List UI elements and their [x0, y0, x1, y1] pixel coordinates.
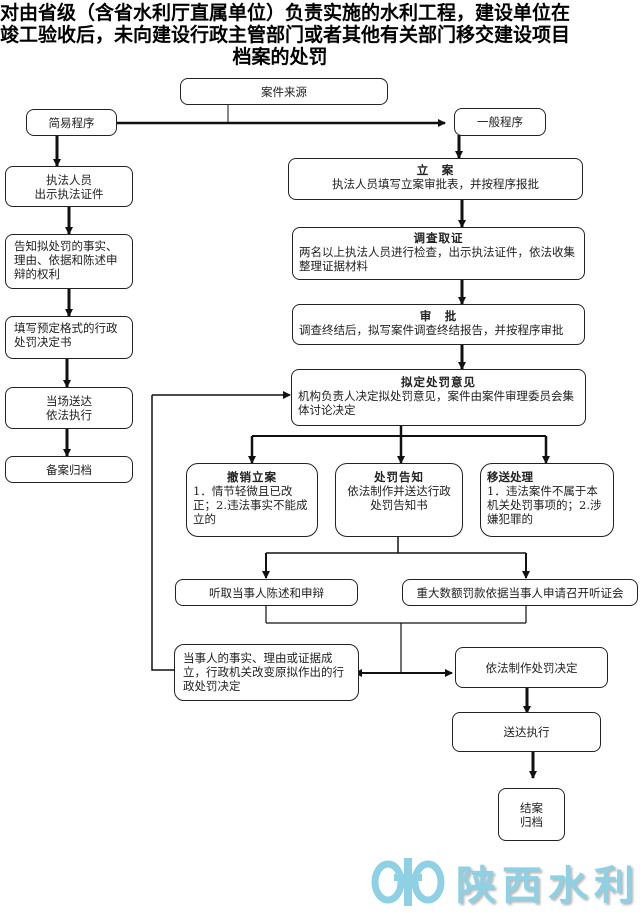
proposal-heading: 拟定处罚意见	[401, 375, 476, 389]
record-archive-label: 备案归档	[46, 462, 92, 477]
inform-rights-text: 告知拟处罚的事实、理由、依据和陈述申辩的权利	[14, 239, 118, 281]
filing-heading: 立 案	[416, 163, 455, 177]
deliver-execute-box: 送达执行	[452, 712, 601, 752]
title-line-1: 对由省级（含省水利厅直属单位）负责实施的水利工程，建设单位在	[0, 2, 571, 24]
deliver-onsite-line-1: 当场送达	[46, 394, 92, 408]
general-procedure-box: 一般程序	[454, 108, 546, 136]
revoke-case-box: 撤销立案 1．情节轻微且已改正；2.违法事实不能成立的	[186, 463, 318, 537]
case-source-label: 案件来源	[261, 84, 307, 99]
proposal-box: 拟定处罚意见 机构负责人决定拟处罚意见，案件由案件审理委员会集体讨论决定	[291, 369, 586, 426]
hearing-box: 重大数额罚款依据当事人申请召开听证会	[402, 579, 638, 606]
title-line-2: 竣工验收后，未向建设行政主管部门或者其他有关部门移交建设项目	[0, 24, 571, 46]
transfer-text: 1．违法案件不属于本机关处罚事项的；2.涉嫌犯罪的	[487, 484, 602, 526]
show-id-box: 执法人员 出示执法证件	[5, 166, 133, 207]
watermark-text: 陕西水利	[456, 863, 640, 909]
make-decision-label: 依法制作处罚决定	[485, 660, 578, 675]
filing-text: 执法人员填写立案审批表，并按程序报批	[332, 177, 539, 191]
transfer-box: 移送处理 1．违法案件不属于本机关处罚事项的；2.涉嫌犯罪的	[480, 463, 614, 537]
simple-procedure-label: 简易程序	[48, 115, 95, 130]
proposal-text: 机构负责人决定拟处罚意见，案件由案件审理委员会集体讨论决定	[298, 389, 574, 417]
change-decision-box: 当事人的事实、理由或证据成立，行政机关改变原拟作出的行政处罚决定	[174, 644, 359, 701]
investigation-box: 调查取证 两名以上执法人员进行检查，出示执法证件，依法收集整理证据材料	[292, 227, 585, 280]
watermark-logo: 陕西水利	[370, 852, 640, 912]
hear-statement-box: 听取当事人陈述和申辩	[175, 579, 358, 606]
case-source-box: 案件来源	[180, 78, 388, 105]
case-closed-line-2: 归档	[520, 814, 543, 829]
investigation-text: 两名以上执法人员进行检查，出示执法证件，依法收集整理证据材料	[299, 245, 575, 273]
fill-form-text: 填写预定格式的行政处罚决定书	[14, 321, 118, 349]
fill-form-box: 填写预定格式的行政处罚决定书	[5, 316, 133, 359]
record-archive-box: 备案归档	[5, 456, 133, 483]
transfer-heading: 移送处理	[487, 470, 533, 484]
make-decision-box: 依法制作处罚决定	[455, 647, 608, 688]
deliver-onsite-line-2: 依法执行	[46, 408, 92, 422]
filing-box: 立 案 执法人员填写立案审批表，并按程序报批	[288, 158, 583, 200]
show-id-line-2: 出示执法证件	[34, 186, 104, 201]
case-closed-line-1: 结案	[520, 800, 543, 815]
page-title: 对由省级（含省水利厅直属单位）负责实施的水利工程，建设单位在 竣工验收后，未向建…	[0, 2, 571, 68]
investigation-heading: 调查取证	[413, 231, 464, 245]
water-resources-emblem-icon	[371, 858, 445, 906]
revoke-case-text: 1．情节轻微且已改正；2.违法事实不能成立的	[193, 484, 308, 526]
deliver-onsite-box: 当场送达 依法执行	[5, 387, 133, 429]
approval-text: 调查终结后，拟写案件调查终结报告，并按程序审批	[299, 323, 564, 337]
change-decision-text: 当事人的事实、理由或证据成立，行政机关改变原拟作出的行政处罚决定	[183, 651, 344, 693]
inform-rights-box: 告知拟处罚的事实、理由、依据和陈述申辩的权利	[5, 234, 133, 289]
simple-procedure-box: 简易程序	[26, 109, 117, 136]
hearing-label: 重大数额罚款依据当事人申请召开听证会	[416, 585, 624, 600]
general-procedure-label: 一般程序	[477, 115, 523, 129]
case-closed-box: 结案 归档	[498, 788, 565, 841]
penalty-notice-text: 依法制作并送达行政处罚告知书	[347, 484, 451, 512]
show-id-line-1: 执法人员	[46, 172, 92, 187]
loopback-line	[151, 395, 174, 671]
penalty-notice-heading: 处罚告知	[374, 470, 424, 484]
penalty-notice-box: 处罚告知 依法制作并送达行政处罚告知书	[335, 463, 463, 537]
title-line-3: 档案的处罚	[232, 46, 328, 68]
revoke-case-heading: 撤销立案	[227, 470, 277, 484]
approval-heading: 审 批	[419, 309, 458, 323]
approval-box: 审 批 调查终结后，拟写案件调查终结报告，并按程序审批	[292, 304, 585, 345]
deliver-execute-label: 送达执行	[503, 725, 550, 739]
hear-statement-label: 听取当事人陈述和申辩	[209, 585, 324, 600]
